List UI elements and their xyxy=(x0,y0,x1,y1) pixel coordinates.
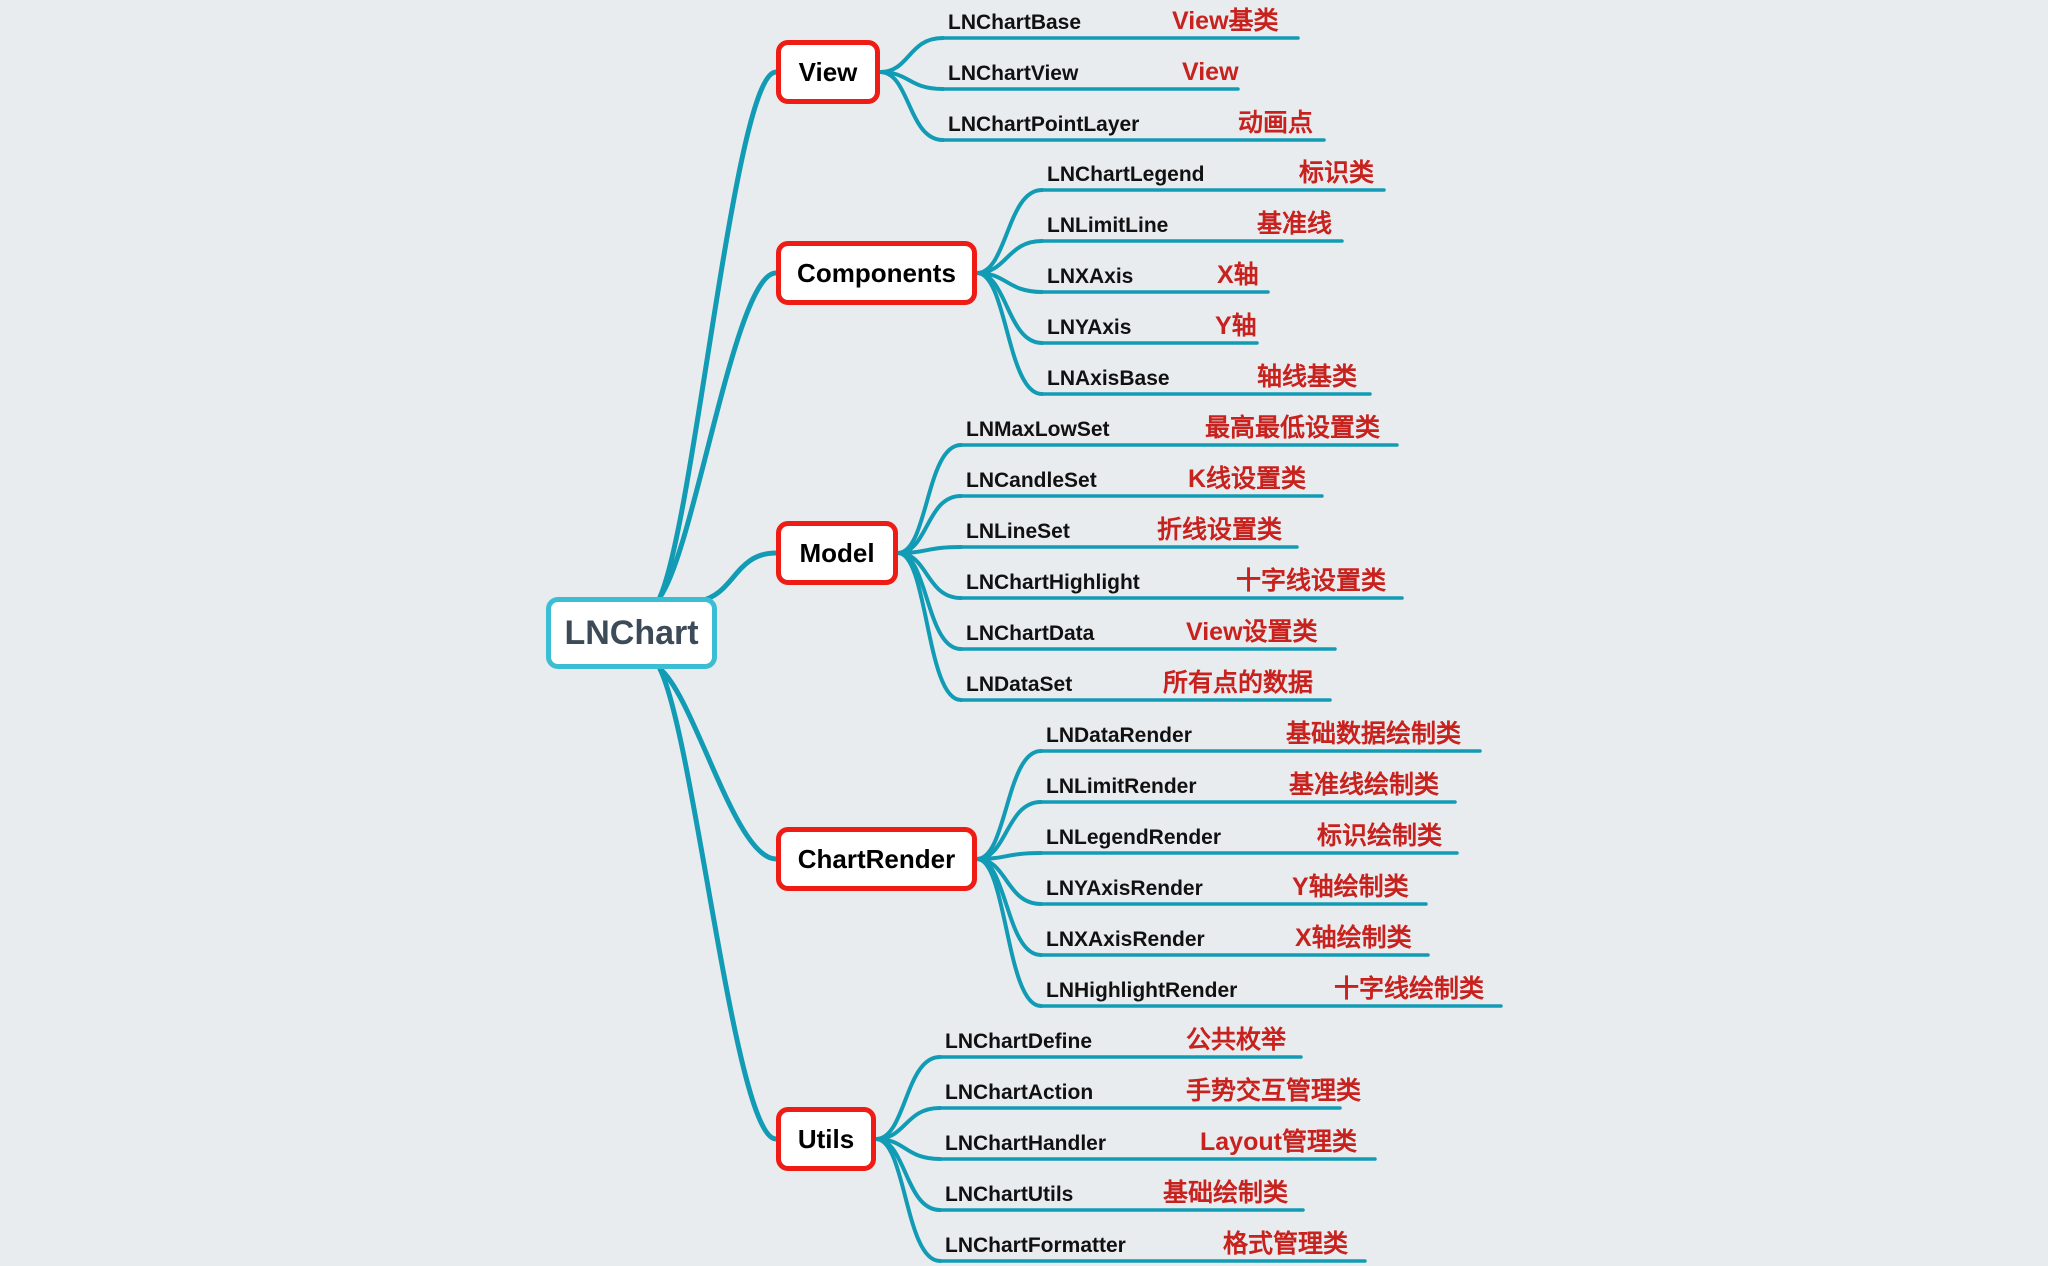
category-node-model[interactable]: Model xyxy=(776,521,898,585)
leaf-description: 公共枚举 xyxy=(1186,1026,1287,1054)
connector-line xyxy=(975,271,1044,396)
leaf-class-name[interactable]: LNLimitRender xyxy=(1046,775,1197,798)
leaf-description: 基础绘制类 xyxy=(1163,1179,1289,1207)
category-label: ChartRender xyxy=(797,843,956,874)
leaf-class-name[interactable]: LNChartHandler xyxy=(945,1132,1107,1155)
leaf-class-name[interactable]: LNLegendRender xyxy=(1046,826,1222,849)
leaf-class-name[interactable]: LNDataSet xyxy=(966,673,1073,696)
leaf-description: 标识绘制类 xyxy=(1317,822,1443,850)
leaf-description: X轴 xyxy=(1217,261,1259,289)
leaf-description: 最高最低设置类 xyxy=(1205,414,1381,442)
leaf-description: Layout管理类 xyxy=(1200,1128,1357,1156)
connector-line xyxy=(896,443,963,555)
leaf-class-name[interactable]: LNYAxis xyxy=(1047,316,1132,339)
leaf-description: 动画点 xyxy=(1238,109,1314,137)
leaf-description: 十字线设置类 xyxy=(1236,567,1387,595)
leaf-class-name[interactable]: LNChartFormatter xyxy=(945,1234,1126,1257)
category-node-utils[interactable]: Utils xyxy=(776,1107,876,1171)
leaf-description: Y轴 xyxy=(1215,312,1257,340)
connector-line xyxy=(975,188,1044,275)
leaf-class-name[interactable]: LNChartDefine xyxy=(945,1030,1093,1053)
leaf-class-name[interactable]: LNChartBase xyxy=(948,11,1082,34)
connector-line xyxy=(697,550,779,604)
leaf-class-name[interactable]: LNMaxLowSet xyxy=(966,418,1110,441)
connector-line xyxy=(896,551,963,702)
root-label: LNChart xyxy=(564,613,699,652)
leaf-description: 十字线绘制类 xyxy=(1334,975,1485,1003)
root-node[interactable]: LNChart xyxy=(546,597,717,669)
leaf-class-name[interactable]: LNChartHighlight xyxy=(966,571,1140,594)
category-label: Components xyxy=(797,257,956,288)
leaf-class-name[interactable]: LNChartPointLayer xyxy=(948,113,1140,136)
connector-line xyxy=(896,494,963,555)
leaf-class-name[interactable]: LNHighlightRender xyxy=(1046,979,1238,1002)
leaf-description: 格式管理类 xyxy=(1223,1230,1349,1258)
category-label: Model xyxy=(799,537,875,568)
category-label: Utils xyxy=(797,1123,855,1154)
connector-line xyxy=(975,857,1043,1008)
leaf-description: K线设置类 xyxy=(1188,465,1307,493)
leaf-class-name[interactable]: LNChartUtils xyxy=(945,1183,1074,1206)
connector-line xyxy=(657,666,779,1142)
category-node-chartrender[interactable]: ChartRender xyxy=(776,827,977,891)
leaf-class-name[interactable]: LNChartData xyxy=(966,622,1095,645)
leaf-description: 轴线基类 xyxy=(1257,363,1358,391)
leaf-description: 所有点的数据 xyxy=(1163,669,1314,697)
connector-line xyxy=(878,36,945,74)
leaf-class-name[interactable]: LNXAxis xyxy=(1047,265,1134,288)
leaf-class-name[interactable]: LNDataRender xyxy=(1046,724,1192,747)
connector-line xyxy=(657,270,779,600)
leaf-description: 基准线 xyxy=(1257,210,1333,238)
leaf-class-name[interactable]: LNLimitLine xyxy=(1047,214,1169,237)
leaf-description: 基础数据绘制类 xyxy=(1286,720,1462,748)
connector-line xyxy=(657,69,779,600)
leaf-description: 折线设置类 xyxy=(1157,516,1283,544)
leaf-class-name[interactable]: LNChartLegend xyxy=(1047,163,1205,186)
leaf-description: Y轴绘制类 xyxy=(1292,873,1409,901)
leaf-description: View xyxy=(1182,58,1239,86)
leaf-class-name[interactable]: LNChartView xyxy=(948,62,1079,85)
category-node-components[interactable]: Components xyxy=(776,241,977,305)
leaf-description: 标识类 xyxy=(1299,159,1375,187)
connector-line xyxy=(975,800,1043,861)
category-node-view[interactable]: View xyxy=(776,40,880,104)
leaf-class-name[interactable]: LNCandleSet xyxy=(966,469,1097,492)
leaf-class-name[interactable]: LNAxisBase xyxy=(1047,367,1170,390)
connector-line xyxy=(657,666,779,862)
connector-line xyxy=(975,749,1043,861)
leaf-description: View设置类 xyxy=(1186,618,1318,646)
leaf-class-name[interactable]: LNChartAction xyxy=(945,1081,1094,1104)
leaf-class-name[interactable]: LNLineSet xyxy=(966,520,1070,543)
leaf-class-name[interactable]: LNYAxisRender xyxy=(1046,877,1203,900)
leaf-description: X轴绘制类 xyxy=(1295,924,1412,952)
leaf-description: 手势交互管理类 xyxy=(1186,1077,1362,1105)
leaf-description: 基准线绘制类 xyxy=(1289,771,1440,799)
leaf-description: View基类 xyxy=(1172,7,1279,35)
connector-line xyxy=(874,1055,942,1141)
leaf-class-name[interactable]: LNXAxisRender xyxy=(1046,928,1205,951)
category-label: View xyxy=(798,56,858,87)
connector-line xyxy=(878,70,945,142)
connector-line xyxy=(874,1137,942,1263)
